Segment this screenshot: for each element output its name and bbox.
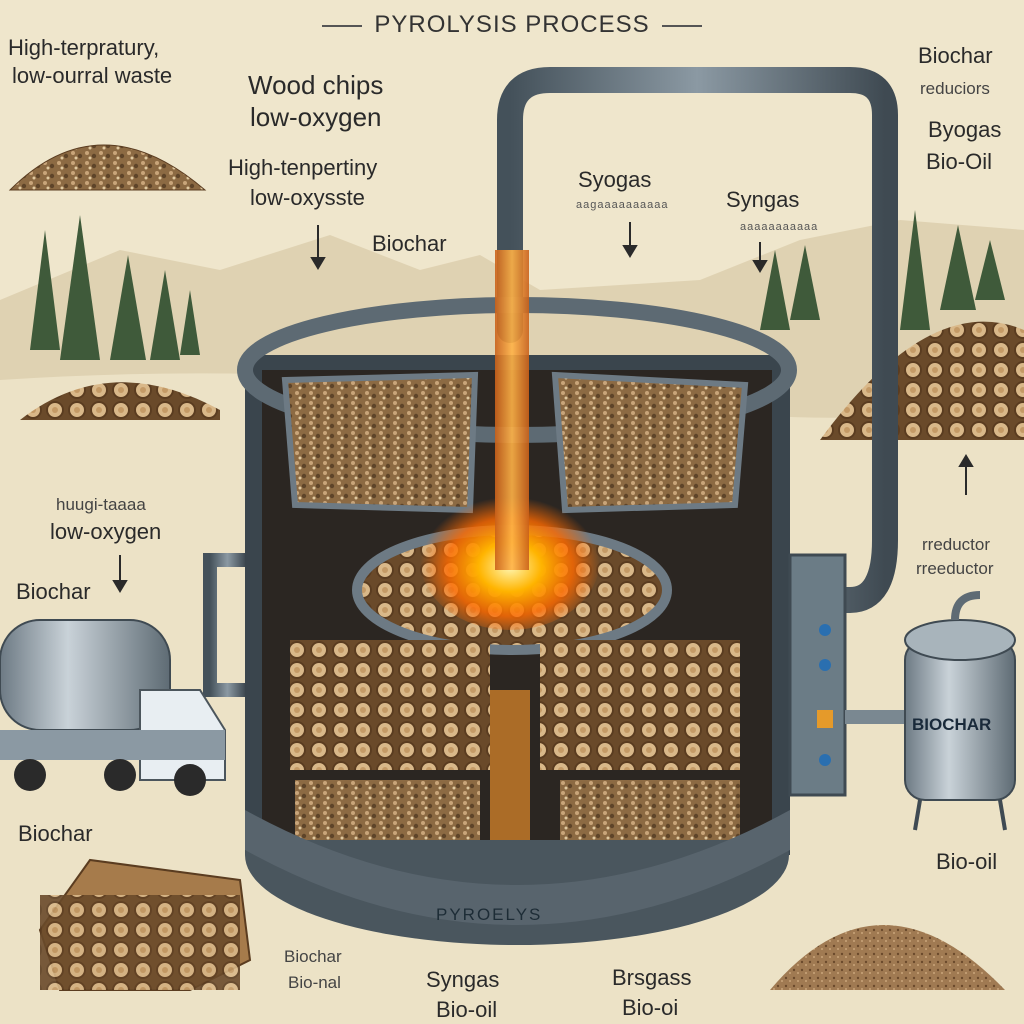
label-right-reduction: reduciors	[920, 79, 990, 98]
label-right-producto1: rreductor	[922, 535, 991, 554]
log-pile-left	[20, 382, 220, 420]
log-stack-left	[290, 640, 490, 770]
arrows	[112, 222, 974, 593]
label-high-temperature: High-terpratury,	[8, 35, 160, 60]
tanker-truck	[0, 619, 226, 796]
log-pile-right	[820, 321, 1024, 440]
side-pipe	[203, 553, 245, 697]
label-tank: BIOCHAR	[912, 715, 992, 734]
label-bottom-bio-nal: Bio-nal	[288, 973, 341, 992]
label-left-small: huugi-taaaa	[56, 495, 146, 514]
label-low-oxygen-top: low-oxygen	[250, 102, 382, 132]
label-bottom-bio-oil: Bio-oil	[436, 997, 498, 1022]
label-right-biochar: Biochar	[918, 43, 993, 68]
label-bottom-brsgass: Brsgass	[612, 965, 692, 990]
upper-tray-right	[551, 371, 749, 514]
heat-tube	[495, 250, 529, 570]
bottom-chips-left	[295, 780, 480, 840]
label-bottom-biochar: Biochar	[284, 947, 342, 966]
bottom-chips-right	[560, 780, 740, 840]
bio-oil-pile	[770, 925, 1005, 990]
label-right-bio-oil: Bio-Oil	[926, 149, 993, 174]
upper-tray-left	[281, 371, 479, 514]
tank-pipe	[845, 710, 905, 724]
label-bottom-bio-o: Bio-oi	[622, 995, 679, 1020]
label-reactor: PYROELYS	[436, 905, 543, 924]
waste-pile	[8, 144, 207, 191]
reactor	[237, 250, 797, 945]
storage-tank	[904, 591, 1016, 831]
label-left-biochar: Biochar	[16, 579, 91, 604]
page-title: PYROLYSIS PROCESS	[0, 12, 1024, 37]
label-low-oxysste: low-oxysste	[250, 185, 365, 210]
label-right-producto2: rreeductor	[916, 559, 994, 578]
forest-left	[30, 215, 200, 360]
forest-right	[760, 210, 1005, 330]
log-bundle	[38, 858, 252, 991]
label-right-bio-oil-bottom: Bio-oil	[936, 849, 998, 874]
label-syogas-small: aagaaaaaaaaaa	[576, 199, 669, 211]
label-bottom-left-biochar: Biochar	[18, 821, 93, 846]
label-syngas-right: Syngas	[726, 187, 800, 212]
gas-pipe	[497, 67, 898, 613]
label-left-low-oxygen: low-oxygen	[50, 519, 162, 544]
label-bottom-syngas: Syngas	[426, 967, 500, 992]
label-syngas-right-small: aaaaaaaaaaa	[740, 221, 819, 233]
label-low-waste: low-ourral waste	[12, 63, 173, 88]
log-stack-right	[540, 640, 740, 770]
lower-glow	[490, 690, 530, 840]
label-high-temp-mid: High-tenpertiny	[228, 155, 378, 180]
label-wood-chips: Wood chips	[248, 70, 384, 100]
label-syogas: Syogas	[578, 167, 652, 192]
control-panel	[788, 553, 847, 797]
label-biochar-mid: Biochar	[372, 231, 447, 256]
label-right-byogas: Byogas	[928, 117, 1002, 142]
